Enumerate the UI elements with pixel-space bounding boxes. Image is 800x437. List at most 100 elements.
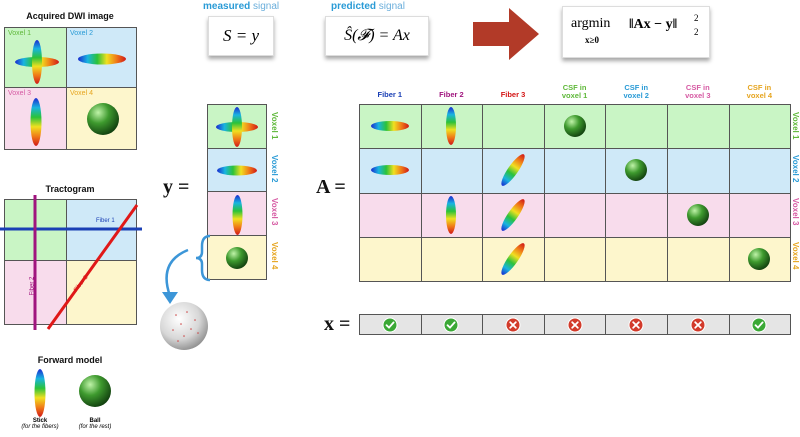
stick-caption: Stick (for the fibers) [10,418,70,430]
check-icon [443,317,459,332]
dwi-title: Acquired DWI image [26,11,114,21]
A-cell-r3-c7 [728,192,792,238]
column-header-line2: voxel 3 [685,91,711,100]
ball-sublabel: (for the rest) [78,424,112,430]
A-cell-r3-c1 [359,192,422,238]
dwi-voxel-3-label: Voxel 3 [8,90,31,97]
ball-model-icon [79,375,111,407]
fiber-3-line [46,204,139,330]
A-cell-r1-c6 [667,104,730,150]
stick-glyph-icon [501,154,525,187]
stick-glyph-icon [30,98,42,146]
A-cell-r1-c4 [543,104,607,150]
predicted-word: predicted [331,1,377,12]
crossing-glyph-icon [216,107,258,147]
y-row-label-2: Voxel 2 [270,155,279,183]
column-header-line2: voxel 1 [561,91,588,100]
A-label: A = [316,176,346,198]
ball-glyph-icon [625,159,648,182]
objective-card: argmin x≥0 ‖Ax − y‖ 2 2 [562,6,710,58]
stick-glyph-icon [446,195,457,234]
dwi-voxel-2: Voxel 2 [66,27,137,88]
tractogram-title: Tractogram [45,184,95,194]
column-header-line1: Fiber 1 [377,90,403,99]
curved-arrow-icon [165,248,189,297]
cross-icon [505,317,521,332]
stick-glyph-icon [501,243,525,275]
A-cell-r2-c7 [728,148,792,194]
tract-voxel-4 [66,260,137,325]
column-header-line1: Fiber 3 [500,90,526,99]
A-row-label-1: Voxel 1 [791,112,800,140]
stick-label: Stick [32,418,48,424]
stick-glyph-icon [232,195,243,235]
A-cell-r4-c4 [543,236,607,283]
y-label: y = [163,176,190,198]
column-header-line2: voxel 4 [746,91,773,100]
dwi-voxel-4: Voxel 4 [66,87,137,150]
stick-glyph-icon [370,121,409,132]
stick-glyph-icon [501,198,525,231]
stick-model-icon [34,369,46,417]
predicted-equation-card: Ŝ(𝓕) = Ax [325,16,429,56]
dwi-voxel-3: Voxel 3 [4,87,67,150]
A-cell-r2-c4 [543,148,607,194]
arrow-right-icon [473,8,539,60]
arrow-head-icon [162,292,178,304]
A-row-label-4: Voxel 4 [791,242,800,270]
A-cell-r4-c2 [420,236,484,283]
ball-glyph-icon [686,203,709,226]
check-icon [751,317,767,332]
y-row-label-4: Voxel 4 [270,242,279,270]
y-voxel-4 [207,235,267,280]
A-cell-r3-c5 [605,192,668,238]
y-row-label-1: Voxel 1 [270,112,279,140]
predicted-rest: signal [376,1,405,12]
dwi-voxel-1-label: Voxel 1 [8,30,31,37]
ball-caption: Ball (for the rest) [65,418,125,430]
check-icon [382,317,398,332]
measured-equation-card: S = y [208,16,274,56]
y-voxel-2 [207,148,267,192]
crossing-glyph-icon [15,40,59,84]
column-header-line1: CSF in [747,83,772,92]
y-voxel-1 [207,104,267,149]
norm-sup: 2 [694,13,699,23]
A-cell-r3-c4 [543,192,607,238]
stick-glyph-icon [217,165,257,176]
column-header-line2: voxel 2 [623,91,649,100]
ball-glyph-icon [87,103,119,135]
A-row-label-2: Voxel 2 [791,155,800,183]
A-cell-r1-c5 [605,104,668,150]
ball-glyph-icon [748,248,771,271]
sampling-sphere-icon [160,302,208,350]
column-header-line1: Fiber 2 [439,90,464,99]
fiber-1-label: Fiber 1 [96,218,115,224]
y-voxel-3 [207,191,267,236]
A-cell-r1-c7 [728,104,792,150]
measured-word: measured [203,1,251,12]
ball-glyph-icon [226,247,248,269]
cross-icon [628,317,644,332]
A-row-label-3: Voxel 3 [791,198,800,226]
A-cell-r2-c2 [420,148,484,194]
fiber-2-label: Fiber 2 [29,276,36,296]
dwi-voxel-4-label: Voxel 4 [70,90,93,97]
brace-icon [195,234,211,282]
x-label: x = [324,313,351,335]
measured-signal-title: measured signal [203,1,279,12]
ball-label: Ball [89,418,101,424]
argmin-sub: x≥0 [585,35,599,45]
predicted-signal-title: predicted signal [331,1,405,12]
A-cell-r1-c3 [482,104,545,150]
norm-sub: 2 [694,27,699,37]
tractogram-fibers [0,195,142,330]
stick-glyph-icon [78,53,126,65]
cross-icon [690,317,706,332]
brace-arrow [162,234,211,304]
